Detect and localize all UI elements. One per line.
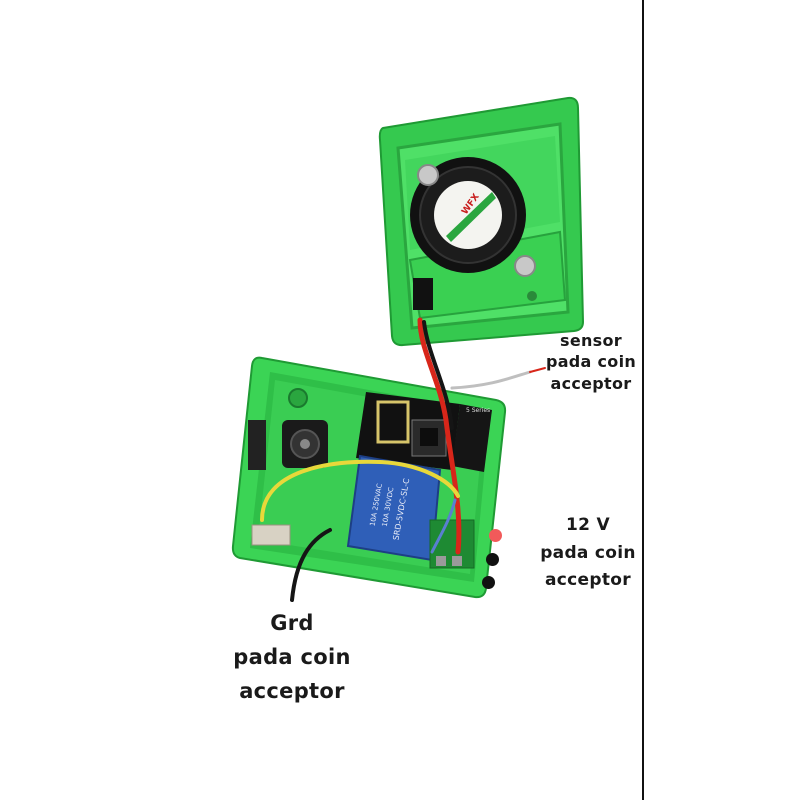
power-label-line: 12 V bbox=[566, 515, 610, 535]
black-dot-marker bbox=[486, 553, 499, 566]
wires bbox=[260, 317, 546, 602]
power-label-line: acceptor bbox=[545, 570, 631, 591]
wifi-module bbox=[356, 392, 460, 470]
black-dot-marker bbox=[482, 576, 495, 589]
ground-label-line: pada coin bbox=[233, 645, 351, 670]
ground-label-line: acceptor bbox=[239, 679, 345, 704]
screw-icon bbox=[514, 255, 536, 277]
red-dot-marker bbox=[489, 529, 502, 542]
power-12v-label: 12 V pada coin acceptor bbox=[530, 512, 646, 595]
sensor-label: sensor pada coin acceptor bbox=[536, 330, 646, 394]
wire-terminal bbox=[251, 524, 291, 546]
pin-header: 5 Series bbox=[452, 404, 492, 472]
fan-connector bbox=[413, 278, 433, 310]
ground-label-line: Grd bbox=[270, 611, 314, 635]
ground-label: Grd pada coin acceptor bbox=[222, 606, 362, 708]
dc-barrel-jack bbox=[248, 420, 328, 470]
sensor-label-line: sensor bbox=[560, 331, 622, 350]
main-enclosure: 5 Series 10A 250VAC 10A 30VDC SRD-5VDC-S… bbox=[231, 356, 507, 599]
vertical-divider-line bbox=[642, 0, 644, 800]
power-label-line: pada coin bbox=[540, 542, 636, 563]
sensor-label-line: pada coin bbox=[545, 352, 637, 372]
relay-module: 10A 250VAC 10A 30VDC SRD-5VDC-SL-C bbox=[346, 454, 442, 562]
cooling-fan: WFX bbox=[410, 157, 526, 273]
fan-lid: WFX bbox=[378, 96, 585, 347]
screw-icon bbox=[417, 164, 439, 186]
header-text: 5 Series bbox=[466, 407, 490, 414]
sensor-label-line: acceptor bbox=[550, 373, 632, 393]
